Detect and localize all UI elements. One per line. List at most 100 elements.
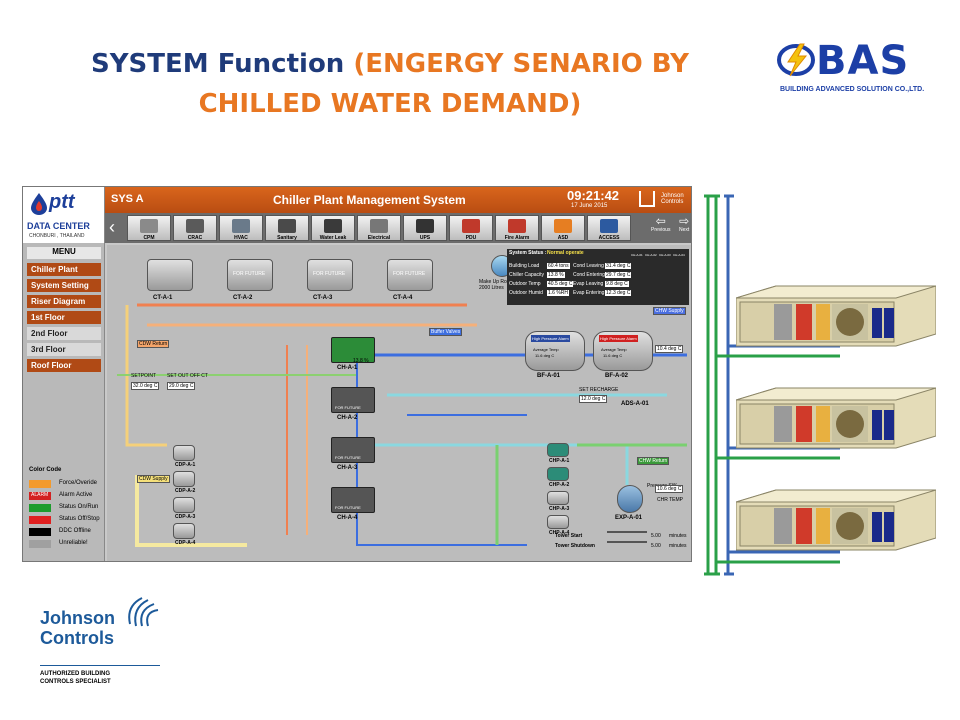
- chilled-water-pump[interactable]: [547, 491, 569, 505]
- ahu-unit[interactable]: [735, 280, 937, 350]
- cooling-tower-label: CT-A-1: [153, 295, 173, 301]
- for-future-label: FOR FUTURE: [335, 455, 361, 460]
- next-label: Next: [679, 227, 690, 233]
- brand-logo-text: ptt: [49, 191, 75, 213]
- nav-label: HVAC: [234, 235, 248, 241]
- bas-logo: BAS BUILDING ADVANCED SOLUTION CO.,LTD.: [776, 38, 936, 98]
- menu-item[interactable]: Chiller Plant: [27, 263, 101, 276]
- chilled-water-pump[interactable]: [547, 467, 569, 481]
- color-code-label: Alarm Active: [59, 492, 93, 498]
- for-future-label: FOR FUTURE: [393, 271, 426, 277]
- jc-logo-text: Johnson Controls: [40, 608, 115, 648]
- prev-icon: ⇦: [655, 214, 666, 228]
- chp-label: CHP-A-3: [549, 506, 570, 512]
- nav-electrical-button[interactable]: Electrical: [357, 215, 401, 241]
- status-row-label: Outdoor Temp: [509, 281, 541, 287]
- cooling-tower-label: CT-A-3: [313, 295, 333, 301]
- status-row-label: Building Load: [509, 263, 540, 269]
- menu-item[interactable]: System Setting: [27, 279, 101, 292]
- nav-label: CPM: [143, 235, 155, 241]
- window-title: Chiller Plant Management System: [273, 193, 466, 207]
- cdw-return-label: CDW Return: [137, 340, 170, 348]
- cdp-label: CDP-A-3: [175, 514, 196, 520]
- chilled-water-pump[interactable]: [547, 443, 569, 457]
- for-future-label: FOR FUTURE: [233, 271, 266, 277]
- authorized-line2: CONTROLS SPECIALIST: [40, 679, 111, 685]
- sanitary-icon: [278, 219, 296, 233]
- chiller-unit[interactable]: [331, 437, 375, 463]
- chp-label: CHP-A-4: [549, 530, 570, 536]
- status-row-value: 13.8 %: [547, 272, 565, 278]
- ads-label: ADS-A-01: [621, 401, 649, 407]
- chp-label: CHP-A-2: [549, 482, 570, 488]
- menu-item[interactable]: 3rd Floor: [27, 343, 101, 356]
- nav-crac-button[interactable]: CRAC: [173, 215, 217, 241]
- menu-item[interactable]: Riser Diagram: [27, 295, 101, 308]
- nav-access-button[interactable]: ACCESS: [587, 215, 631, 241]
- setout-value[interactable]: 29.0 deg C: [167, 382, 196, 390]
- nav-hvac-button[interactable]: HVAC: [219, 215, 263, 241]
- menu-item[interactable]: 1st Floor: [27, 311, 101, 324]
- slide-title: SYSTEM Function (ENGERGY SENARIO BY CHIL…: [20, 44, 760, 124]
- buffer-tank-label: BF-A-02: [605, 373, 629, 379]
- tower-start-label: Tower Start: [555, 533, 583, 539]
- for-future-label: FOR FUTURE: [335, 405, 361, 410]
- chiller-unit[interactable]: [331, 337, 375, 363]
- nav-pdu-button[interactable]: PDU: [449, 215, 493, 241]
- nav-water-leak-button[interactable]: Water Leak: [311, 215, 355, 241]
- chilled-water-pump[interactable]: [547, 515, 569, 529]
- home-icon[interactable]: [639, 191, 655, 207]
- color-code-label: Unreliable!: [59, 540, 88, 546]
- nav-label: CRAC: [187, 235, 203, 241]
- cooling-tower: [387, 259, 433, 291]
- color-code-row: Status Off/Stop: [29, 515, 105, 525]
- scroll-left-icon[interactable]: ‹: [109, 217, 115, 237]
- ahu-unit[interactable]: [735, 484, 937, 554]
- nav-ups-button[interactable]: UPS: [403, 215, 447, 241]
- menu-item[interactable]: 2nd Floor: [27, 327, 101, 340]
- cdp-label: CDP-A-1: [175, 462, 196, 468]
- setpoint-value[interactable]: 32.0 deg C: [131, 382, 160, 390]
- color-swatch: [29, 540, 51, 548]
- nav-cpm-button[interactable]: CPM: [127, 215, 171, 241]
- access-icon: [600, 219, 618, 233]
- tower-shutdown-label: Tower Shutdown: [555, 543, 595, 549]
- nav-sanitary-button[interactable]: Sanitary: [265, 215, 309, 241]
- cooling-tower: [227, 259, 273, 291]
- prev-button[interactable]: ⇦ Previous: [651, 215, 670, 233]
- set-recharge-value[interactable]: 12.0 deg C: [579, 395, 608, 403]
- ahu-icon: [735, 285, 937, 347]
- slide-title-sub-1: (ENGERGY SENARIO BY: [353, 49, 689, 79]
- chiller-unit[interactable]: [331, 487, 375, 513]
- condenser-pump[interactable]: [173, 471, 195, 487]
- condenser-pump[interactable]: [173, 523, 195, 539]
- chiller-unit[interactable]: [331, 387, 375, 413]
- condenser-pump[interactable]: [173, 445, 195, 461]
- asd-icon: [554, 219, 572, 233]
- chiller-col-header: CH-A-03: [659, 253, 671, 257]
- chiller-label: CH-A-3: [337, 465, 358, 471]
- crac-icon: [186, 219, 204, 233]
- chw-temp-supply: 10.4 deg C: [655, 345, 684, 353]
- nav-asd-button[interactable]: ASD: [541, 215, 585, 241]
- next-button[interactable]: ⇨ Next: [679, 215, 689, 233]
- nav-label: Water Leak: [319, 235, 347, 241]
- nav-fire-alarm-button[interactable]: Fire Alarm: [495, 215, 539, 241]
- nav-label: Electrical: [367, 235, 391, 241]
- tower-shutdown-value: 5.00: [651, 543, 661, 549]
- chw-return-label: CHW Return: [637, 457, 670, 465]
- date: 17 June 2015: [571, 203, 608, 209]
- menu-item[interactable]: Roof Floor: [27, 359, 101, 372]
- condenser-pump[interactable]: [173, 497, 195, 513]
- nav-label: Fire Alarm: [504, 235, 530, 241]
- ahu-unit[interactable]: [735, 382, 937, 452]
- bas-bolt-icon: [777, 43, 815, 77]
- chw-supply-label: CHW Supply: [653, 307, 686, 315]
- tower-shutdown-bar: [607, 541, 647, 543]
- slide-title-main: SYSTEM Function: [91, 49, 354, 79]
- tower-start-bar: [607, 531, 647, 533]
- ptt-flame-icon: [31, 193, 47, 215]
- tower-start-unit: minutes: [669, 533, 687, 539]
- chiller-label: CH-A-4: [337, 515, 358, 521]
